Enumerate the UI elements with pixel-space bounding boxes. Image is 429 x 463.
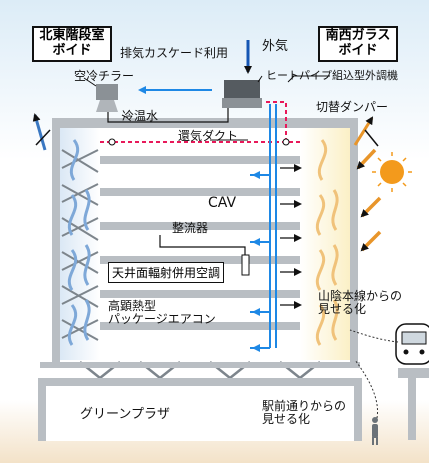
station-platform [398,368,429,378]
chilled-water-label: 冷温水 [122,109,159,123]
sun-icon [380,160,404,184]
supply-air-arrows [280,164,302,309]
exhaust-cascade-label: 排気カスケード利用 [120,46,229,60]
floor-slabs [100,156,300,330]
air-chiller-icon [96,84,118,100]
switch-damper-label: 切替ダンパー [316,100,389,114]
staircase [61,149,99,341]
green-plaza-floor [46,386,354,441]
chilled-water-line [107,108,229,123]
south-exhaust-arrow [353,116,374,146]
return-duct-label: 還気ダクト [178,129,239,143]
train-icon [395,323,429,365]
south-airflow-arrows [315,139,339,346]
rectifier-label: 整流器 [172,221,209,235]
ceiling-radiant-label: 天井面輻射併用空調 [108,262,225,283]
street-view-line [354,359,379,419]
damper-icon [108,138,116,146]
person-icon [372,417,378,445]
south-void [300,124,350,360]
heat-pipe-unit-icon [224,80,260,100]
package-ac-label: 高顕熱型 パッケージエアコン [108,299,216,327]
outside-air-label: 外気 [262,39,289,54]
heat-pipe-unit-label: ヒートパイプ組込型外調機 [266,69,398,82]
north-airflow-arrows [67,139,91,346]
north-void-title: 北東階段室 ボイド [32,26,112,62]
podium-slab [38,378,362,386]
sanin-line-label: 山陰本線からの 見せる化 [318,289,403,317]
green-plaza-label: グリーンプラザ [80,407,170,422]
north-exhaust-arrow [32,113,47,151]
south-void-title: 南西ガラス ボイド [318,26,398,62]
air-chiller-label: 空冷チラー [74,69,135,83]
sun-rays [356,148,382,252]
roof-slab [55,118,355,128]
south-wall [350,118,358,363]
north-void [60,124,100,360]
train-view-line [349,329,399,343]
cav-label: CAV [208,195,237,211]
rectifier-unit [241,254,250,276]
north-wall [52,118,60,363]
station-street-label: 駅前通りからの 見せる化 [262,399,347,427]
